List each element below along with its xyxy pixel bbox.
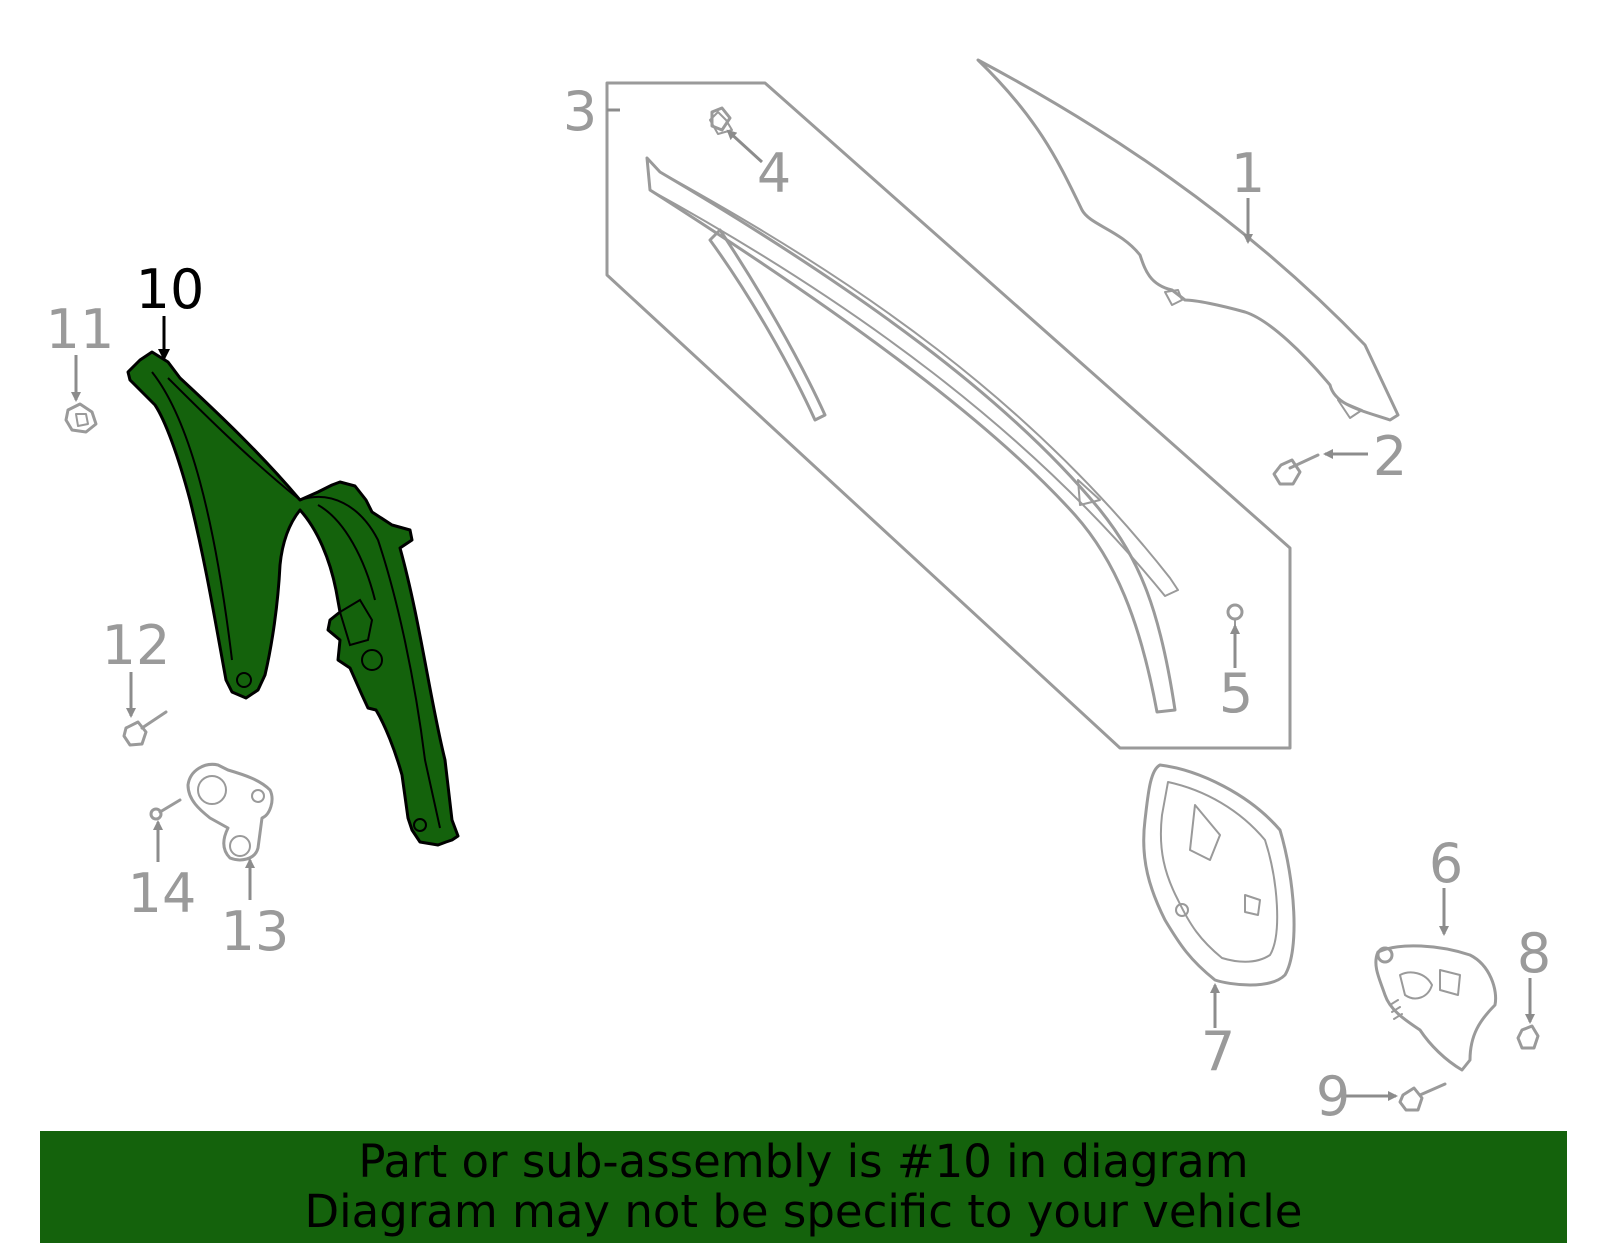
channel-clip <box>710 106 732 132</box>
callout-7: 7 <box>1201 1020 1235 1083</box>
callout-1: 1 <box>1231 142 1265 205</box>
door-module-panel <box>1142 763 1296 987</box>
window-motor <box>1374 944 1498 1072</box>
callout-12: 12 <box>102 614 171 677</box>
callout-10: 10 <box>136 258 205 321</box>
banner-line-2: Diagram may not be specific to your vehi… <box>304 1185 1303 1238</box>
door-glass <box>976 58 1400 422</box>
leader-arrows <box>71 108 1535 1101</box>
callout-2: 2 <box>1373 425 1407 488</box>
callout-8: 8 <box>1517 922 1551 985</box>
regulator-bolt <box>122 710 168 747</box>
parts-diagram: 1 2 3 4 5 6 7 8 9 10 11 12 13 14 <box>46 58 1552 1128</box>
callout-11: 11 <box>46 298 115 361</box>
window-regulator-highlighted <box>126 350 460 847</box>
callout-14: 14 <box>128 862 197 925</box>
callout-5: 5 <box>1219 662 1253 725</box>
motor-screw <box>1398 1082 1447 1112</box>
callout-4: 4 <box>757 142 791 205</box>
callout-13: 13 <box>221 900 290 963</box>
run-channel-kit-panel <box>605 81 1292 750</box>
info-banner: Part or sub-assembly is #10 in diagram D… <box>40 1131 1567 1243</box>
callout-labels: 1 2 3 4 5 6 7 8 9 10 11 12 13 14 <box>46 80 1552 1128</box>
motor-nut <box>1516 1024 1540 1050</box>
callout-6: 6 <box>1429 832 1463 895</box>
callout-9: 9 <box>1316 1065 1350 1128</box>
callout-3: 3 <box>563 80 597 143</box>
bracket-pin <box>149 798 182 821</box>
regulator-nut <box>64 402 98 434</box>
glass-bolt <box>1272 453 1320 486</box>
regulator-bracket <box>186 762 274 862</box>
banner-line-1: Part or sub-assembly is #10 in diagram <box>358 1135 1249 1188</box>
